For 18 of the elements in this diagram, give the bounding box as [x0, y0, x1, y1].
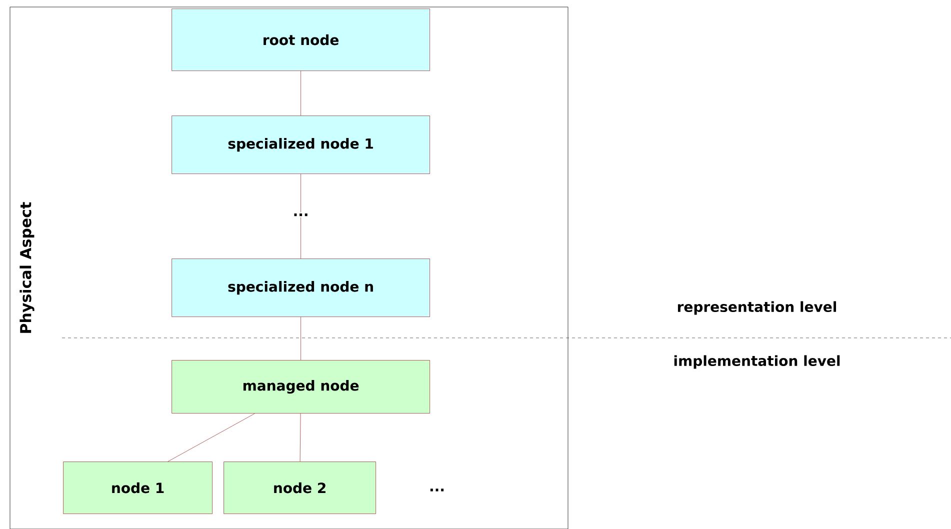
- connector-line: [300, 413, 301, 462]
- connector-line: [300, 217, 301, 259]
- frame-label: Physical Aspect: [20, 202, 34, 333]
- node-box: node 2: [224, 462, 376, 514]
- connector-line: [300, 70, 301, 116]
- node-box: root node: [172, 8, 430, 71]
- node-box: specialized node 1: [172, 116, 430, 174]
- ellipsis-text: ...: [294, 213, 308, 216]
- node-box: managed node: [172, 360, 430, 414]
- ellipsis-text: ...: [430, 488, 444, 492]
- connector-line: [300, 174, 301, 212]
- level-label: representation level: [678, 301, 836, 315]
- frame-box: [10, 6, 568, 529]
- level-label: implementation level: [674, 355, 840, 369]
- connector-line: [300, 316, 301, 360]
- node-box: specialized node n: [172, 258, 430, 317]
- connector-line: [168, 413, 255, 462]
- node-box: node 1: [63, 462, 212, 514]
